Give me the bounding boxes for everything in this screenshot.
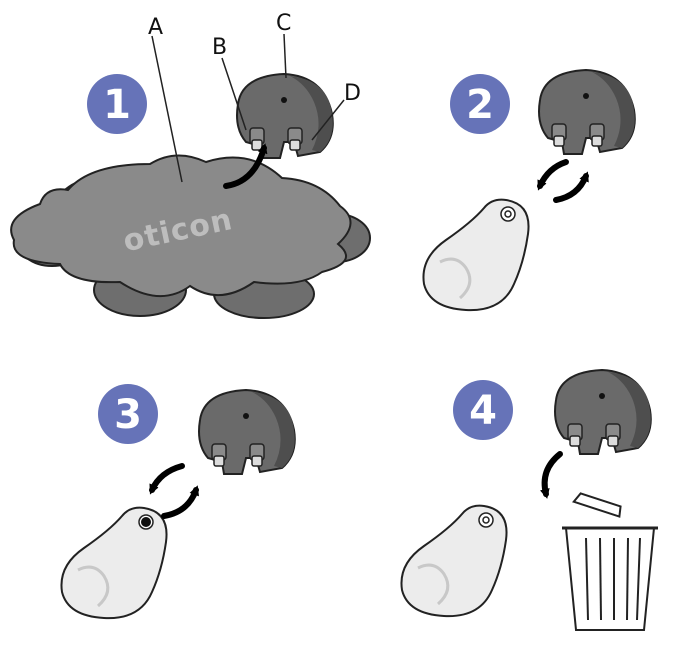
filter-change-tool xyxy=(539,70,635,154)
filter-change-tool xyxy=(555,370,651,454)
part-label-b: B xyxy=(212,35,227,60)
curved-arrow-icon xyxy=(540,162,566,186)
filter-inserted-dot xyxy=(141,517,151,527)
label-c-leader xyxy=(284,34,286,78)
trash-bin-icon xyxy=(562,492,658,630)
step-number: 1 xyxy=(103,82,131,128)
dome-earpiece xyxy=(61,508,166,618)
step-3-panel: 3 xyxy=(61,384,294,618)
filter-change-tool xyxy=(237,74,333,158)
step-number: 4 xyxy=(469,388,497,434)
dome-earpiece xyxy=(401,506,506,616)
curved-arrow-icon xyxy=(545,454,560,494)
wax-filter-holder: oticon xyxy=(11,155,370,318)
curved-arrow-icon xyxy=(164,490,196,516)
part-label-c: C xyxy=(276,11,291,36)
step-1-badge: 1 xyxy=(87,74,147,134)
step-2-panel: 2 xyxy=(423,70,634,310)
part-label-a: A xyxy=(148,15,163,40)
step-number: 2 xyxy=(466,82,494,128)
part-label-d: D xyxy=(344,81,361,106)
step-1-panel: 1 oticon A B C D xyxy=(11,11,370,318)
step-number: 3 xyxy=(114,392,142,438)
curved-arrow-icon xyxy=(556,176,586,200)
step-2-badge: 2 xyxy=(450,74,510,134)
dome-earpiece xyxy=(423,200,528,310)
step-3-badge: 3 xyxy=(98,384,158,444)
step-4-panel: 4 xyxy=(401,370,658,630)
step-4-badge: 4 xyxy=(453,380,513,440)
curved-arrow-icon xyxy=(152,466,182,490)
filter-change-tool xyxy=(199,390,295,474)
